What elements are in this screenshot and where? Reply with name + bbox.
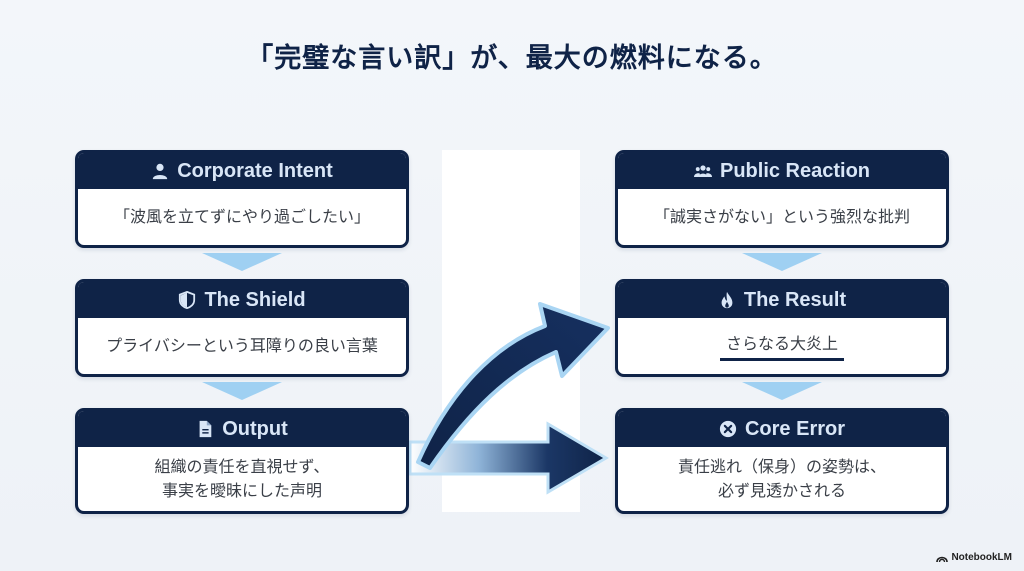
down-arrow (742, 382, 822, 400)
card-header: The Shield (78, 282, 406, 318)
card-header: Output (78, 411, 406, 447)
page-title: 「完璧な言い訳」が、最大の燃料になる。 (246, 43, 778, 74)
user-icon (153, 163, 168, 180)
card-text: さらなる大炎上 (719, 332, 844, 361)
card-text-line-2: 事実を曖昧にした声明 (161, 481, 322, 500)
card-core-error: Core Error 責任逃れ（保身）の姿勢は、 必ず見透かされる (615, 408, 949, 514)
card-corporate-intent: Corporate Intent 「波風を立てずにやり過ごしたい」 (75, 150, 409, 248)
card-the-result: The Result さらなる大炎上 (615, 279, 949, 377)
down-arrow (742, 253, 822, 271)
card-text: 「誠実さがない」という強烈な批判 (653, 207, 910, 226)
card-heading: Output (222, 417, 288, 440)
x-circle-icon (719, 420, 737, 438)
logo-text: NotebookLM (951, 552, 1012, 563)
card-header: The Result (618, 282, 946, 318)
card-heading: The Result (743, 288, 847, 311)
card-the-shield: The Shield プライバシーという耳障りの良い言葉 (75, 279, 409, 377)
card-output: Output 組織の責任を直視せず、 事実を曖昧にした声明 (75, 408, 409, 514)
card-header: Core Error (618, 411, 946, 447)
card-text-line-1: 責任逃れ（保身）の姿勢は、 (677, 457, 886, 476)
card-header: Corporate Intent (78, 153, 406, 189)
notebooklm-logo: NotebookLM (936, 552, 1012, 563)
card-text-line-2: 必ず見透かされる (717, 481, 846, 500)
card-heading: Core Error (744, 417, 846, 440)
users-icon (693, 165, 712, 177)
card-body: プライバシーという耳障りの良い言葉 (78, 318, 406, 374)
down-arrow (202, 253, 282, 271)
card-text: プライバシーという耳障りの良い言葉 (106, 336, 378, 355)
card-body: 「波風を立てずにやり過ごしたい」 (78, 189, 406, 245)
card-text-line-1: 組織の責任を直視せず、 (154, 457, 330, 476)
card-header: Public Reaction (618, 153, 946, 189)
card-heading: The Shield (204, 288, 306, 311)
card-body: さらなる大炎上 (618, 318, 946, 374)
curved-arrow (416, 302, 610, 470)
flame-icon (721, 291, 733, 309)
card-heading: Public Reaction (719, 159, 871, 182)
card-body: 「誠実さがない」という強烈な批判 (618, 189, 946, 245)
card-heading: Corporate Intent (177, 159, 333, 182)
down-arrow (202, 382, 282, 400)
card-body: 組織の責任を直視せず、 事実を曖昧にした声明 (78, 447, 406, 511)
card-public-reaction: Public Reaction 「誠実さがない」という強烈な批判 (615, 150, 949, 248)
notebooklm-logo-icon (936, 556, 949, 562)
straight-arrow (408, 421, 609, 495)
card-text: 「波風を立てずにやり過ごしたい」 (113, 207, 370, 226)
card-body: 責任逃れ（保身）の姿勢は、 必ず見透かされる (618, 447, 946, 511)
document-icon (199, 420, 212, 438)
shield-icon (179, 291, 196, 309)
